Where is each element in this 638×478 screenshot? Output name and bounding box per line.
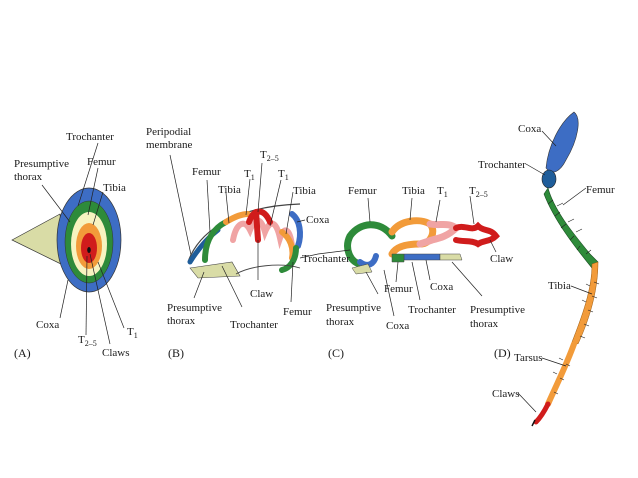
label-a-tibia: Tibia [103, 182, 126, 194]
label-b-tibia-right: Tibia [293, 185, 316, 197]
c-presumptive-thorax [351, 263, 373, 275]
label-b-peripodial-line2: membrane [146, 139, 193, 151]
b-inner-fold [235, 264, 301, 275]
d-claw-segment [533, 401, 551, 425]
label-a-femur: Femur [87, 156, 116, 168]
label-b-peripodial-line1: Peripodial [146, 126, 191, 138]
c-claw-segment [453, 221, 500, 248]
panel-c-labels: Trochanter Femur Tibia T1 T2–5 Claw Femu… [302, 185, 525, 360]
label-c-trochanter: Trochanter [302, 253, 350, 265]
d-tibia-segment [571, 261, 599, 345]
label-a-claws: Claws [102, 347, 130, 359]
label-a-t1: T1 [127, 326, 138, 340]
panel-b-evaginating-disc [187, 203, 303, 279]
disc-center-dot [87, 247, 91, 253]
label-c-femur-top: Femur [348, 185, 377, 197]
panel-a-disc [11, 187, 122, 293]
c-tarsus-fold [416, 220, 462, 248]
label-c-presumptive-thorax-left-line2: thorax [326, 316, 355, 328]
panel-a-leader-lines [41, 142, 125, 345]
label-b-t25: T2–5 [260, 149, 279, 163]
panel-c-telescoped-leg [344, 217, 500, 275]
label-c-t25: T2–5 [469, 185, 488, 199]
label-b-t1-left: T1 [244, 168, 255, 182]
label-c-t1: T1 [437, 185, 448, 199]
label-d-coxa: Coxa [518, 123, 541, 135]
b-femur-segment [202, 219, 229, 263]
label-b-presumptive-thorax-line1: Presumptive [167, 302, 222, 314]
label-b-claw: Claw [250, 288, 273, 300]
label-b-trochanter-bottom: Trochanter [230, 319, 278, 331]
panel-a-labels: Presumptive thorax Trochanter Femur Tibi… [14, 131, 138, 360]
label-c-coxa-bottom: Coxa [386, 320, 409, 332]
label-b-coxa: Coxa [306, 214, 329, 226]
c-thorax-right [439, 253, 463, 261]
label-d-claws: Claws [492, 388, 520, 400]
label-a-coxa: Coxa [36, 319, 59, 331]
label-d-femur: Femur [586, 184, 615, 196]
label-c-femur-bottom: Femur [384, 283, 413, 295]
label-c-presumptive-thorax-right-line2: thorax [470, 318, 499, 330]
d-leg-bristles [547, 199, 600, 395]
panel-b-labels: Peripodial membrane Femur Tibia T1 T2–5 … [146, 126, 329, 360]
label-a-presumptive-thorax-line2: thorax [14, 171, 43, 183]
panel-d-labels: Coxa Trochanter Femur Tibia Tarsus Claws… [478, 123, 615, 400]
d-coxa-segment [545, 111, 579, 173]
label-c-trochanter-bottom: Trochanter [408, 304, 456, 316]
label-c-coxa-right: Coxa [430, 281, 453, 293]
panel-d-leader-lines [517, 130, 593, 413]
d-femur-segment [543, 187, 599, 269]
panel-b-leader-lines [169, 154, 306, 308]
label-d-trochanter: Trochanter [478, 159, 526, 171]
b-presumptive-thorax-region [189, 261, 241, 279]
c-tibia-fold [388, 217, 437, 258]
d-trochanter-segment [541, 169, 557, 189]
label-d-tarsus: Tarsus [514, 352, 543, 364]
label-b-t1-right: T1 [278, 168, 289, 182]
label-d-tibia: Tibia [548, 280, 571, 292]
panel-d-adult-leg [531, 111, 600, 427]
c-femur-lower [391, 253, 405, 263]
c-coxa-plate [403, 253, 441, 261]
d-tarsus-segment [545, 341, 577, 407]
panel-d-label: (D) [494, 346, 511, 360]
b-tibia-segment [223, 211, 251, 225]
label-a-presumptive-thorax-line1: Presumptive [14, 158, 69, 170]
label-b-femur: Femur [192, 166, 221, 178]
b-claw-segment [246, 208, 273, 243]
panel-c-leader-lines [299, 195, 497, 317]
panel-a-label: (A) [14, 346, 31, 360]
label-a-trochanter: Trochanter [66, 131, 114, 143]
label-b-femur-bottom: Femur [283, 306, 312, 318]
label-c-tibia: Tibia [402, 185, 425, 197]
panel-c-label: (C) [328, 346, 344, 360]
label-b-presumptive-thorax-line2: thorax [167, 315, 196, 327]
label-c-presumptive-thorax-left-line1: Presumptive [326, 302, 381, 314]
label-a-t25: T2–5 [78, 334, 97, 348]
d-claw-tip [531, 419, 536, 427]
label-c-claw: Claw [490, 253, 513, 265]
label-b-tibia-left: Tibia [218, 184, 241, 196]
label-c-presumptive-thorax-right-line1: Presumptive [470, 304, 525, 316]
b-femur-bottom-segment [279, 245, 299, 273]
c-femur-fold [344, 221, 396, 268]
panel-b-label: (B) [168, 346, 184, 360]
b-coxa-segment [289, 211, 303, 249]
c-trochanter-fold [357, 253, 379, 268]
